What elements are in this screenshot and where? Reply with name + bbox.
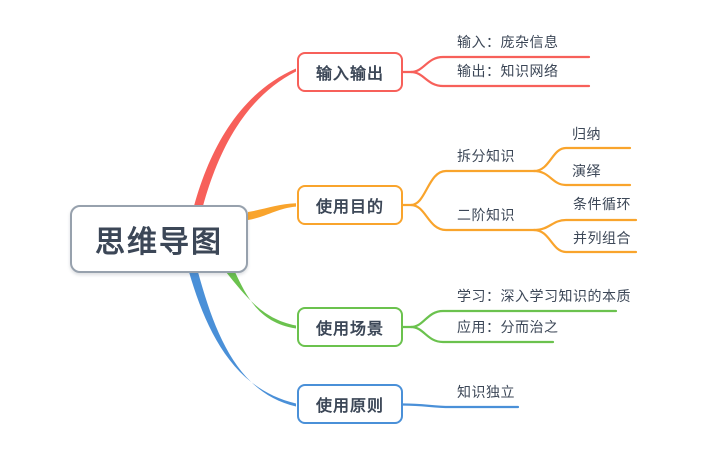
edge-sub2-leaf2: [532, 228, 638, 254]
root-node[interactable]: 思维导图: [70, 205, 248, 273]
leaf-output-network[interactable]: 输出：知识网络: [457, 63, 559, 79]
leaf-parallel-combination[interactable]: 并列组合: [573, 230, 631, 246]
subtopic-split-knowledge[interactable]: 拆分知识: [457, 148, 515, 164]
branch-node-input-output[interactable]: 输入输出: [297, 52, 403, 92]
branch-node-label: 输入输出: [315, 66, 384, 83]
edge-sub2-leaf1: [532, 218, 638, 232]
subtopic-second-order-knowledge[interactable]: 二阶知识: [457, 207, 515, 223]
leaf-knowledge-independence[interactable]: 知识独立: [457, 384, 515, 400]
edge-sub1-leaf1: [532, 146, 632, 173]
branch-node-scenario[interactable]: 使用场景: [297, 307, 403, 347]
branch-node-label: 使用场景: [315, 321, 384, 338]
branch-node-label: 使用目的: [315, 199, 384, 216]
main-curve-branch3: [226, 272, 296, 329]
edge-branch1-leaf2: [409, 70, 591, 88]
edge-branch2-sub2: [409, 203, 536, 232]
leaf-input-info[interactable]: 输入：庞杂信息: [457, 34, 559, 50]
main-curve-branch2: [248, 203, 296, 220]
leaf-learning-essence[interactable]: 学习：深入学习知识的本质: [457, 288, 631, 304]
edge-branch4-leaf1: [401, 403, 520, 409]
leaf-divide-and-conquer[interactable]: 应用：分而治之: [457, 319, 559, 335]
main-curve-branch1: [194, 68, 296, 206]
leaf-deduction[interactable]: 演绎: [572, 163, 601, 179]
edge-branch3-leaf2: [409, 325, 555, 344]
branch-node-principle[interactable]: 使用原则: [297, 384, 403, 424]
edge-sub1-leaf2: [532, 169, 632, 187]
main-curve-branch4: [189, 272, 296, 407]
branch-node-label: 使用原则: [315, 398, 384, 415]
root-node-label: 思维导图: [95, 226, 223, 259]
branch-node-purpose[interactable]: 使用目的: [297, 185, 403, 225]
leaf-induction[interactable]: 归纳: [572, 126, 601, 142]
edge-branch2-sub1: [401, 169, 536, 207]
leaf-condition-loop[interactable]: 条件循环: [573, 196, 631, 212]
